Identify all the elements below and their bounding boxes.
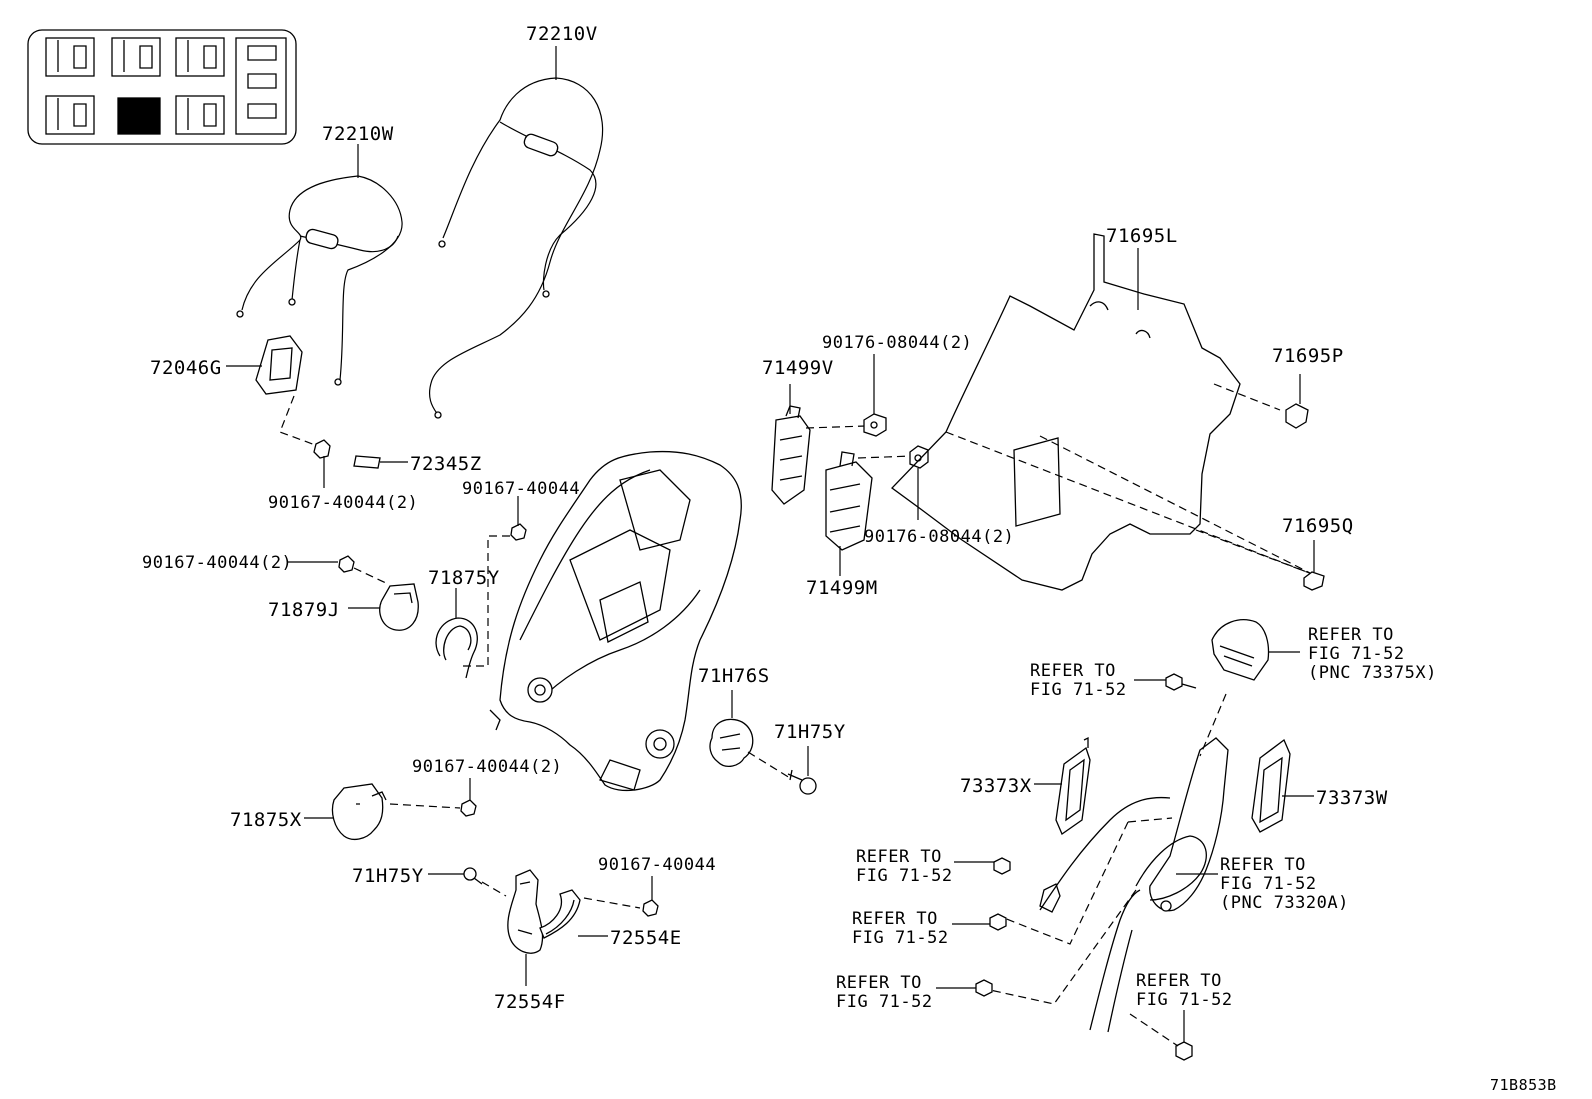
ref-line-3: (PNC 73320A) (1220, 893, 1349, 913)
ref-line-1: REFER TO (1308, 625, 1394, 645)
ref-pnc73320a[interactable]: REFER TO FIG 71-52 (PNC 73320A) (1220, 855, 1349, 913)
locator-thumbnail[interactable] (27, 29, 297, 145)
thumb-seat-5-selected[interactable] (117, 97, 161, 135)
thumb-seat-4[interactable] (45, 95, 95, 135)
ref-d[interactable]: REFER TO FIG 71-52 (836, 973, 933, 1012)
part-71499V-motor (771, 384, 867, 505)
part-bolt-ref-e (1129, 1010, 1193, 1061)
part-screw-90167-40044-d (460, 778, 477, 817)
thumb-seat-2[interactable] (111, 37, 161, 77)
label-72554E[interactable]: 72554E (610, 927, 682, 949)
part-71879J-clamp (348, 583, 419, 631)
label-72345Z[interactable]: 72345Z (410, 453, 482, 475)
label-90167-40044-2-a[interactable]: 90167-40044(2) (268, 493, 418, 513)
part-71695Q-clip (1303, 540, 1325, 591)
part-72210V-cable (428, 46, 604, 419)
label-73373X[interactable]: 73373X (960, 775, 1032, 797)
part-nut-ref-b (954, 857, 1011, 875)
label-71875X[interactable]: 71875X (230, 809, 302, 831)
ref-line-3: (PNC 73375X) (1308, 663, 1437, 683)
ref-line-1: REFER TO (856, 847, 942, 867)
label-90167-40044-b[interactable]: 90167-40044 (598, 855, 716, 875)
ref-line-2: FIG 71-52 (1136, 990, 1233, 1010)
label-90167-40044-a[interactable]: 90167-40044 (462, 479, 580, 499)
ref-e[interactable]: REFER TO FIG 71-52 (1136, 971, 1233, 1010)
thumb-seat-7[interactable] (235, 37, 287, 135)
figure-code: 71B853B (1490, 1076, 1557, 1094)
label-90176-08044-2-b[interactable]: 90176-08044(2) (864, 527, 1014, 547)
ref-line-2: FIG 71-52 (1308, 644, 1405, 664)
thumb-seat-6[interactable] (175, 95, 225, 135)
label-71H75Y-a[interactable]: 71H75Y (774, 721, 846, 743)
part-73373W-cover (1251, 738, 1314, 833)
part-72046G-holder (226, 335, 319, 447)
label-71695P[interactable]: 71695P (1272, 345, 1344, 367)
ref-pnc73375x[interactable]: REFER TO FIG 71-52 (PNC 73375X) (1308, 625, 1437, 683)
part-73373X-cover (1034, 736, 1091, 835)
part-71H76S-knob (709, 690, 791, 779)
label-71695L[interactable]: 71695L (1106, 225, 1178, 247)
label-71H76S[interactable]: 71H76S (698, 665, 770, 687)
part-nut-ref-c (952, 913, 1007, 931)
label-71879J[interactable]: 71879J (268, 599, 340, 621)
ref-line-1: REFER TO (1136, 971, 1222, 991)
ref-line-2: FIG 71-52 (852, 928, 949, 948)
part-72345Z-pad (353, 455, 408, 469)
part-71499M-motor (825, 451, 913, 576)
part-71H75Y-screw-a (787, 746, 817, 795)
ref-a[interactable]: REFER TO FIG 71-52 (1030, 661, 1127, 700)
ref-line-1: REFER TO (1030, 661, 1116, 681)
part-screw-90167-40044-b (462, 496, 527, 667)
part-seatbelt-assembly (989, 693, 1229, 1033)
label-72046G[interactable]: 72046G (150, 357, 222, 379)
ref-c[interactable]: REFER TO FIG 71-52 (852, 909, 949, 948)
label-72210V[interactable]: 72210V (526, 23, 598, 45)
label-71499V[interactable]: 71499V (762, 357, 834, 379)
thumb-seat-3[interactable] (175, 37, 225, 77)
ref-line-1: REFER TO (1220, 855, 1306, 875)
part-screw-90167-40044-c (288, 555, 389, 585)
part-nut-90176-08044-a (863, 354, 887, 437)
label-71875Y[interactable]: 71875Y (428, 567, 500, 589)
part-nut-ref-d (936, 979, 993, 997)
thumb-seat-1[interactable] (45, 37, 95, 77)
part-71875Y-bracket (435, 588, 478, 679)
label-90167-40044-2-b[interactable]: 90167-40044(2) (142, 553, 292, 573)
label-72210W[interactable]: 72210W (322, 123, 394, 145)
part-71875X-cover (304, 783, 461, 841)
part-72210W-cable (236, 144, 403, 386)
label-90176-08044-2-a[interactable]: 90176-08044(2) (822, 333, 972, 353)
label-90167-40044-2-c[interactable]: 90167-40044(2) (412, 757, 562, 777)
ref-line-1: REFER TO (836, 973, 922, 993)
label-71695Q[interactable]: 71695Q (1282, 515, 1354, 537)
ref-line-2: FIG 71-52 (836, 992, 933, 1012)
ref-line-1: REFER TO (852, 909, 938, 929)
part-bolt-ref-a (1134, 673, 1197, 691)
ref-line-2: FIG 71-52 (1220, 874, 1317, 894)
part-nut-90176-08044-b (909, 445, 929, 520)
part-labels: 72210V 72210W 72046G 72345Z 90167-40044(… (142, 23, 1388, 1013)
part-71695L-panel (891, 233, 1313, 591)
part-seatback-frame (489, 450, 742, 792)
label-72554F[interactable]: 72554F (494, 991, 566, 1013)
part-71H75Y-screw-b (428, 867, 507, 897)
ref-line-2: FIG 71-52 (856, 866, 953, 886)
ref-line-2: FIG 71-52 (1030, 680, 1127, 700)
label-71H75Y-b[interactable]: 71H75Y (352, 865, 424, 887)
part-screw-90167-40044-a (313, 439, 331, 488)
part-73375X-cover (1211, 619, 1300, 681)
label-73373W[interactable]: 73373W (1316, 787, 1388, 809)
part-screw-90167-40044-e (642, 876, 659, 917)
ref-b[interactable]: REFER TO FIG 71-52 (856, 847, 953, 886)
part-71695P-clip (1285, 374, 1309, 429)
part-72554E-cover (539, 889, 641, 939)
part-72554F-cover (507, 869, 544, 986)
label-71499M[interactable]: 71499M (806, 577, 878, 599)
